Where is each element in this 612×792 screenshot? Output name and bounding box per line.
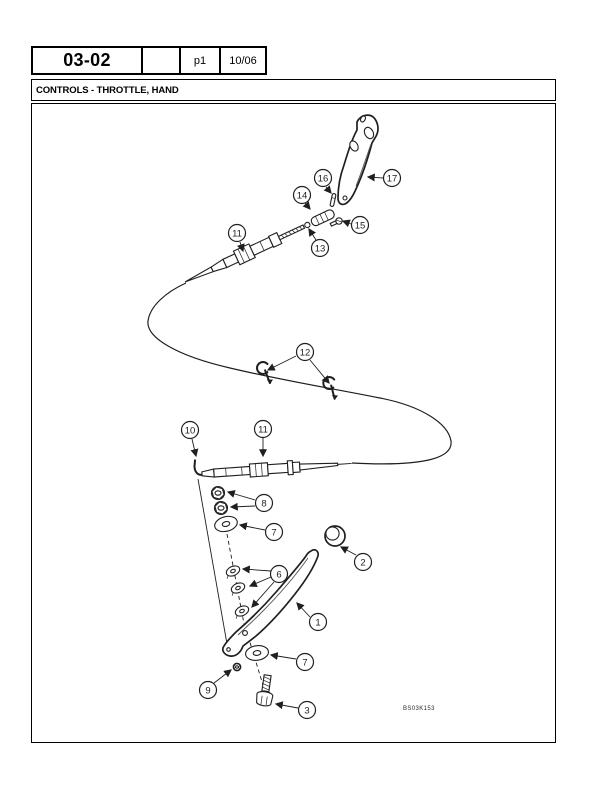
part-cable-clip-left bbox=[256, 361, 273, 385]
part-spacer-washer-3 bbox=[234, 605, 250, 619]
svg-text:12: 12 bbox=[300, 347, 311, 358]
svg-text:13: 13 bbox=[315, 243, 326, 254]
callout-ball-end: 13 bbox=[308, 227, 330, 258]
page-number: p1 bbox=[193, 54, 207, 67]
figure-frame bbox=[31, 103, 556, 743]
header-table: 03-02 p1 10/06 bbox=[31, 46, 267, 75]
page-number-cell: p1 bbox=[181, 48, 221, 73]
part-connector-sleeve bbox=[310, 209, 335, 227]
callout-set-screw: 15 bbox=[341, 215, 370, 235]
part-cable-hook bbox=[193, 459, 204, 476]
callout-pin: 16 bbox=[313, 168, 333, 194]
svg-text:11: 11 bbox=[258, 424, 268, 435]
callout-cable-clips: 12 bbox=[266, 342, 330, 384]
callout-cable-upper-fitting: 11 bbox=[227, 223, 247, 253]
part-jam-nut-1 bbox=[210, 485, 226, 501]
figure-code: BS03K153 bbox=[403, 706, 435, 712]
part-spacer-washer-2 bbox=[230, 582, 246, 596]
part-hand-throttle-lever bbox=[337, 114, 379, 206]
part-throttle-arm bbox=[221, 548, 319, 657]
callout-bolt: 3 bbox=[274, 700, 317, 720]
svg-text:15: 15 bbox=[355, 220, 366, 231]
callout-washer-lower: 7 bbox=[269, 652, 315, 672]
part-nut bbox=[232, 662, 242, 672]
part-knob bbox=[324, 525, 346, 547]
svg-text:3: 3 bbox=[304, 705, 309, 716]
section-title-bar: CONTROLS - THROTTLE, HAND bbox=[31, 79, 556, 101]
section-code: 03-02 bbox=[63, 50, 111, 70]
section-title: CONTROLS - THROTTLE, HAND bbox=[36, 84, 179, 96]
section-code-cell: 03-02 bbox=[33, 48, 143, 73]
part-spacer-washer-1 bbox=[225, 565, 241, 579]
svg-text:11: 11 bbox=[232, 228, 242, 239]
callout-nut: 9 bbox=[198, 669, 232, 700]
part-cable-lower-end bbox=[193, 459, 352, 478]
date-cell: 10/06 bbox=[221, 48, 265, 73]
svg-text:16: 16 bbox=[318, 173, 329, 184]
svg-text:14: 14 bbox=[297, 190, 308, 201]
part-cable-clip-right bbox=[322, 376, 338, 400]
svg-text:17: 17 bbox=[387, 173, 398, 184]
callout-hand-throttle-lever: 17 bbox=[366, 168, 402, 188]
part-washer-upper bbox=[214, 515, 238, 533]
svg-text:9: 9 bbox=[205, 685, 210, 696]
callout-cable-hook-end: 10 bbox=[180, 420, 200, 458]
leader-line bbox=[197, 478, 228, 645]
callout-throttle-arm: 1 bbox=[296, 602, 328, 632]
callout-cable-lower-fitting: 11 bbox=[253, 419, 273, 458]
part-jam-nut-2 bbox=[213, 500, 229, 516]
callout-spacer-washers: 6 bbox=[241, 564, 289, 608]
part-ball-end bbox=[304, 221, 311, 229]
svg-text:8: 8 bbox=[261, 498, 266, 509]
svg-text:7: 7 bbox=[271, 527, 276, 538]
part-bolt bbox=[256, 674, 274, 707]
svg-text:10: 10 bbox=[185, 425, 196, 436]
callout-washer-upper: 7 bbox=[238, 522, 284, 542]
throttle-cable-curve bbox=[147, 282, 452, 465]
date-code: 10/06 bbox=[229, 54, 257, 67]
callout-connector-sleeve: 14 bbox=[292, 185, 312, 210]
svg-text:2: 2 bbox=[360, 557, 365, 568]
part-pin bbox=[329, 193, 337, 207]
svg-text:6: 6 bbox=[276, 569, 281, 580]
part-washer-lower bbox=[245, 645, 269, 661]
header-spacer-cell bbox=[143, 48, 181, 73]
svg-text:1: 1 bbox=[315, 617, 320, 628]
callout-jam-nuts: 8 bbox=[226, 490, 274, 513]
callout-knob: 2 bbox=[339, 546, 373, 572]
svg-text:7: 7 bbox=[302, 657, 307, 668]
